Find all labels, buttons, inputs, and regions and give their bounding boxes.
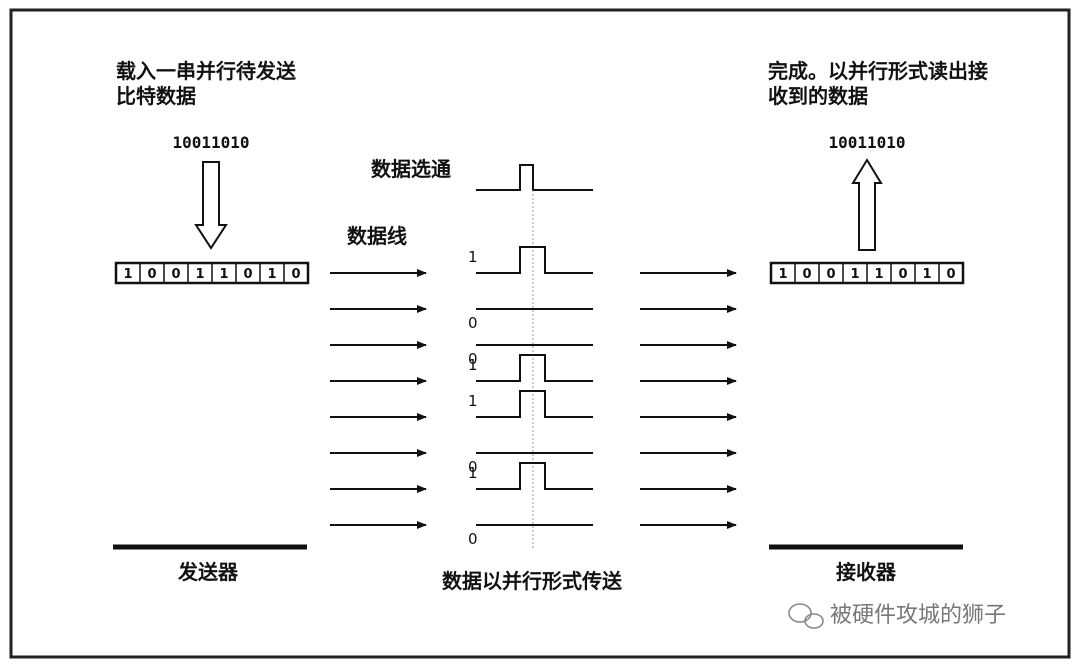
receiver-caption-line2: 收到的数据 — [768, 84, 868, 108]
sender-name: 发送器 — [177, 560, 239, 584]
receiver-cell-6: 1 — [922, 267, 931, 282]
receiver-cell-5: 0 — [898, 267, 907, 282]
sender-cell-2: 0 — [171, 267, 180, 282]
strobe-waveform — [476, 164, 593, 191]
receiver-cell-3: 1 — [850, 267, 859, 282]
sender-cell-5: 0 — [243, 267, 252, 282]
strobe-label: 数据选通 — [371, 157, 451, 181]
sender-bits-label: 10011010 — [172, 133, 249, 152]
dataline-label: 数据线 — [347, 224, 407, 248]
level-label-3: 1 — [468, 356, 478, 374]
sender-caption-line1: 载入一串并行待发送 — [116, 59, 297, 83]
outer-frame — [9, 8, 1071, 659]
sender-cell-1: 0 — [147, 267, 156, 282]
receiver-bits-label: 10011010 — [828, 133, 905, 152]
waveform-6 — [476, 462, 593, 490]
receiver-cell-2: 0 — [826, 267, 835, 282]
waveform-3 — [476, 354, 593, 382]
receiver-caption-line1: 完成。以并行形式读出接 — [768, 59, 988, 83]
up-arrow-icon — [851, 158, 883, 251]
level-label-5: 0 — [468, 458, 478, 476]
sender-cell-0: 1 — [123, 267, 132, 282]
watermark-text: 被硬件攻城的狮子 — [830, 603, 1006, 628]
level-label-1: 0 — [468, 314, 478, 332]
level-label-4: 1 — [468, 392, 478, 410]
level-label-6: 1 — [468, 464, 478, 482]
watermark: 被硬件攻城的狮子 — [788, 603, 1006, 629]
level-label-2: 0 — [468, 350, 478, 368]
sender-cell-7: 0 — [291, 267, 300, 282]
sender-cell-6: 1 — [267, 267, 276, 282]
waveform-0 — [476, 246, 593, 274]
receiver-cell-4: 1 — [874, 267, 883, 282]
sender-caption-line2: 比特数据 — [116, 84, 196, 108]
level-label-7: 0 — [468, 530, 478, 548]
receiver-cell-0: 1 — [778, 267, 787, 282]
sender-cell-4: 1 — [219, 267, 228, 282]
diagram-caption: 数据以并行形式传送 — [442, 569, 623, 593]
down-arrow-icon — [194, 161, 228, 250]
wechat-icon — [788, 603, 824, 629]
waveform-4 — [476, 390, 593, 418]
receiver-cell-7: 0 — [946, 267, 955, 282]
receiver-name: 接收器 — [836, 560, 897, 584]
receiver-cell-1: 0 — [802, 267, 811, 282]
level-label-0: 1 — [468, 248, 478, 266]
sender-cell-3: 1 — [195, 267, 204, 282]
data-lines: 10011010 — [330, 246, 737, 548]
